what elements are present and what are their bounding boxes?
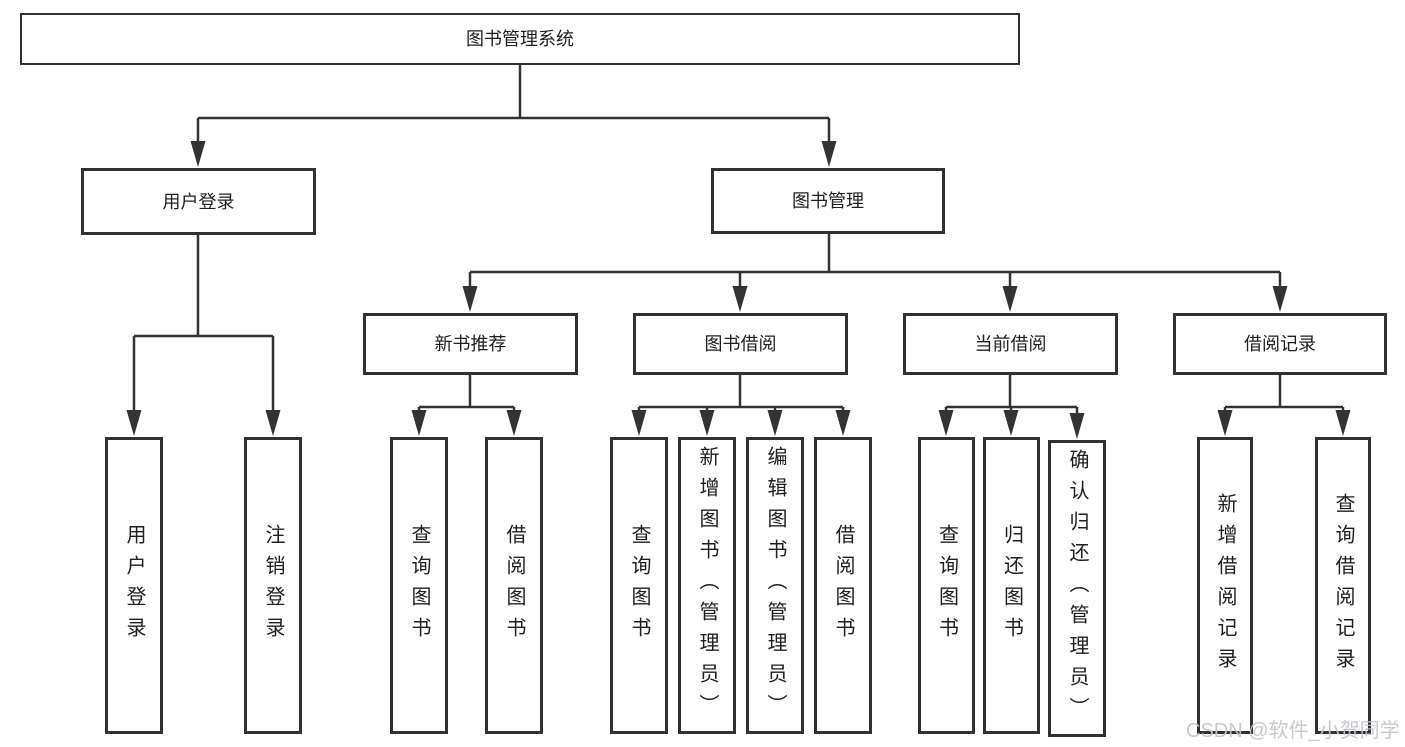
leaf-user-login-label: 用户登录 xyxy=(123,523,145,648)
node-book-mgmt: 图书管理 xyxy=(711,168,945,234)
node-root-label: 图书管理系统 xyxy=(466,29,574,49)
arrowhead xyxy=(732,286,748,312)
connector-user-login xyxy=(132,235,275,422)
leaf-logout: 注销登录 xyxy=(244,437,302,734)
arrowhead xyxy=(1069,413,1085,439)
leaf-bb-borrow-books: 借阅图书 xyxy=(814,437,872,734)
leaf-bb-search-books: 查询图书 xyxy=(610,437,668,734)
node-borrow-records: 借阅记录 xyxy=(1173,313,1387,375)
connector-root xyxy=(196,65,831,152)
leaf-br-search-record: 查询借阅记录 xyxy=(1315,437,1371,734)
arrowhead xyxy=(767,410,783,436)
leaf-nbr-borrow-books-label: 借阅图书 xyxy=(503,523,525,648)
leaf-cb-confirm-return-admin-label: 确认归还（管理员） xyxy=(1066,449,1088,728)
node-root: 图书管理系统 xyxy=(20,13,1020,65)
leaf-br-add-record: 新增借阅记录 xyxy=(1197,437,1253,734)
arrowhead xyxy=(835,410,851,436)
arrowhead xyxy=(1003,410,1019,436)
csdn-watermark: CSDN @软件_小贺同学 xyxy=(1186,720,1400,742)
leaf-bb-borrow-books-label: 借阅图书 xyxy=(832,523,854,648)
leaf-bb-search-books-label: 查询图书 xyxy=(628,523,650,648)
node-current-borrow: 当前借阅 xyxy=(903,313,1118,375)
node-user-login: 用户登录 xyxy=(81,168,316,235)
leaf-nbr-borrow-books: 借阅图书 xyxy=(485,437,543,734)
leaf-bb-edit-books-admin: 编辑图书（管理员） xyxy=(746,437,804,734)
leaf-bb-add-books-admin-label: 新增图书（管理员） xyxy=(696,446,718,725)
arrowhead xyxy=(190,141,206,167)
leaf-cb-return-books: 归还图书 xyxy=(983,437,1040,734)
node-book-borrow-label: 图书借阅 xyxy=(704,334,777,354)
arrowhead xyxy=(699,410,715,436)
node-user-login-label: 用户登录 xyxy=(162,191,235,212)
leaf-nbr-search-books: 查询图书 xyxy=(390,437,448,734)
node-book-mgmt-label: 图书管理 xyxy=(792,191,864,211)
arrowhead xyxy=(938,410,954,436)
leaf-cb-return-books-label: 归还图书 xyxy=(1000,523,1023,648)
node-book-borrow: 图书借阅 xyxy=(633,313,848,375)
arrowhead xyxy=(126,410,142,436)
arrowhead xyxy=(1217,410,1233,436)
node-new-book-rec-label: 新书推荐 xyxy=(434,334,507,354)
leaf-nbr-search-books-label: 查询图书 xyxy=(408,523,430,648)
leaf-cb-search-books-label: 查询图书 xyxy=(935,523,958,648)
node-borrow-records-label: 借阅记录 xyxy=(1244,334,1316,354)
arrowhead xyxy=(821,141,837,167)
arrowhead xyxy=(631,410,647,436)
connector-book-mgmt xyxy=(468,234,1282,300)
leaf-br-search-record-label: 查询借阅记录 xyxy=(1332,492,1354,679)
arrowhead xyxy=(411,410,427,436)
arrowhead xyxy=(265,410,281,436)
leaf-cb-search-books: 查询图书 xyxy=(918,437,975,734)
leaf-cb-confirm-return-admin: 确认归还（管理员） xyxy=(1048,440,1106,737)
node-new-book-rec: 新书推荐 xyxy=(363,313,578,375)
arrowhead xyxy=(1272,286,1288,312)
connector-borrow-records xyxy=(1223,375,1345,424)
leaf-bb-edit-books-admin-label: 编辑图书（管理员） xyxy=(764,446,786,725)
arrowhead xyxy=(1002,286,1018,312)
node-current-borrow-label: 当前借阅 xyxy=(974,334,1047,354)
arrowhead xyxy=(1335,410,1351,436)
leaf-logout-label: 注销登录 xyxy=(262,523,284,648)
arrowhead xyxy=(506,410,522,436)
arrowhead xyxy=(462,286,478,312)
connector-new-book-rec xyxy=(417,375,516,424)
leaf-user-login: 用户登录 xyxy=(105,437,163,734)
connector-book-borrow xyxy=(637,375,845,424)
leaf-br-add-record-label: 新增借阅记录 xyxy=(1214,492,1236,679)
leaf-bb-add-books-admin: 新增图书（管理员） xyxy=(678,437,736,734)
